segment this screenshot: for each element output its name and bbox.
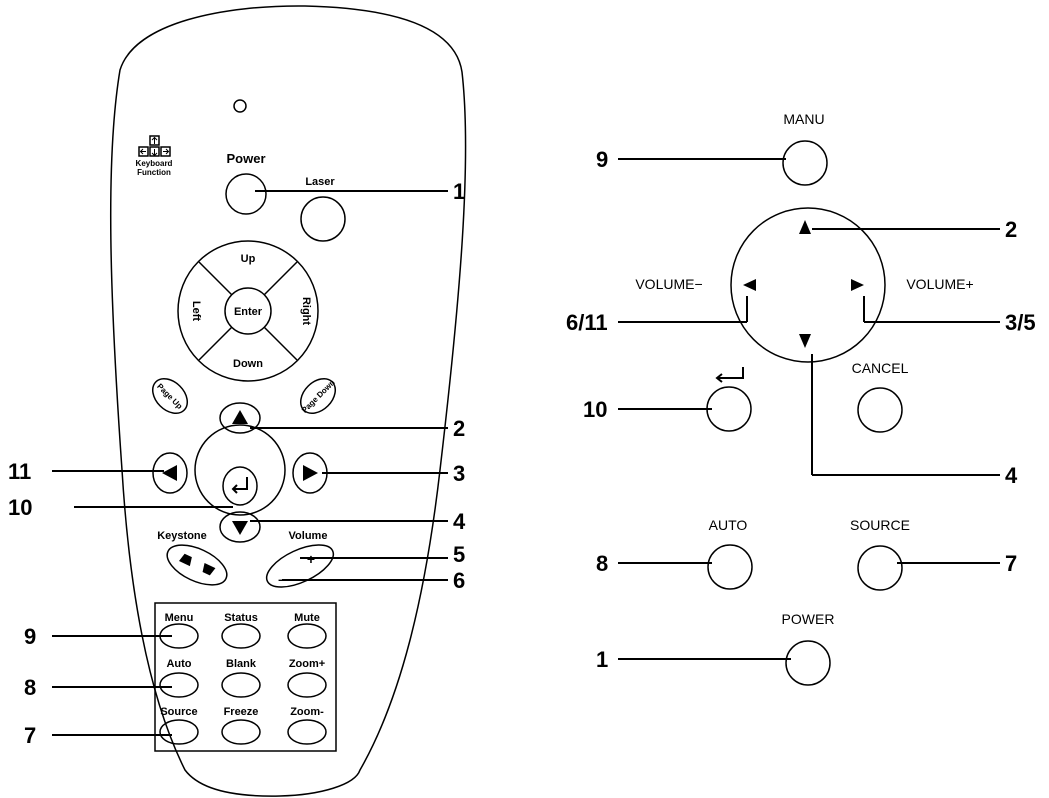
volume-label: Volume — [289, 530, 328, 542]
panel-callout-2: 2 — [1005, 217, 1017, 242]
volume-button[interactable] — [261, 536, 340, 595]
panel-auto-label: AUTO — [709, 517, 748, 533]
panel-right-arrow-icon[interactable] — [851, 279, 864, 291]
keystone-button[interactable] — [161, 537, 233, 593]
panel-left-arrow-icon[interactable] — [743, 279, 756, 291]
panel-auto-button[interactable] — [707, 544, 753, 590]
callout-3: 3 — [453, 461, 465, 486]
panel-power-button[interactable] — [785, 640, 831, 686]
mute-label: Mute — [294, 612, 320, 624]
panel-down-arrow-icon[interactable] — [799, 334, 811, 348]
callout-1: 1 — [453, 179, 465, 204]
laser-label: Laser — [305, 176, 335, 188]
navigation-pad — [177, 240, 319, 382]
zoom-minus-button[interactable] — [287, 719, 327, 745]
down-label: Down — [233, 358, 263, 370]
panel-cancel-label: CANCEL — [852, 360, 909, 376]
remote-body-outline — [109, 5, 467, 797]
auto-button[interactable] — [159, 672, 199, 698]
arrow-right-button[interactable] — [292, 452, 328, 494]
panel-source-label: SOURCE — [850, 517, 910, 533]
arrow-left-button[interactable] — [152, 452, 188, 494]
callout-11: 11 — [8, 459, 31, 484]
function-key-grid: Menu Status Mute Auto Blank Zoom+ Source… — [159, 612, 327, 745]
power-label: Power — [226, 151, 265, 166]
panel-callout-6-11: 6/11 — [566, 310, 608, 335]
left-button[interactable]: Left — [190, 301, 202, 322]
panel-cancel-button[interactable] — [857, 387, 903, 433]
mute-button[interactable] — [287, 623, 327, 649]
panel-power-label: POWER — [782, 611, 835, 627]
zoom-minus-label: Zoom- — [290, 706, 324, 718]
callout-2: 2 — [453, 416, 465, 441]
panel-callout-3-5: 3/5 — [1005, 310, 1036, 335]
zoom-plus-label: Zoom+ — [289, 658, 325, 670]
panel-callout-8: 8 — [596, 551, 608, 576]
panel-enter-button[interactable] — [706, 386, 752, 432]
callout-8: 8 — [24, 675, 36, 700]
right-button[interactable]: Right — [300, 297, 312, 325]
panel-callout-lines — [618, 158, 1000, 660]
panel-callout-9: 9 — [596, 147, 608, 172]
return-button[interactable] — [222, 466, 258, 506]
svg-text:Page Down: Page Down — [300, 378, 337, 415]
function-key-panel — [154, 602, 337, 752]
remote-callout-lines — [52, 190, 448, 736]
keyboard-function-icon — [138, 135, 171, 157]
panel-return-icon — [715, 367, 744, 383]
panel-manu-label: MANU — [783, 111, 824, 127]
indicator-led-icon — [233, 99, 247, 113]
callout-10: 10 — [8, 495, 32, 520]
page-up-button[interactable]: Page Up — [146, 372, 194, 420]
enter-button[interactable]: Enter — [234, 306, 263, 318]
zoom-plus-button[interactable] — [287, 672, 327, 698]
callout-6: 6 — [453, 568, 465, 593]
arrow-down-button[interactable] — [219, 511, 261, 543]
return-icon — [231, 477, 248, 494]
panel-callout-7: 7 — [1005, 551, 1017, 576]
status-label: Status — [224, 612, 258, 624]
panel-manu-button[interactable] — [782, 140, 828, 186]
panel-volume-minus-label: VOLUME− — [635, 276, 702, 292]
blank-button[interactable] — [221, 672, 261, 698]
callout-9: 9 — [24, 624, 36, 649]
source-button[interactable] — [159, 719, 199, 745]
up-label: Up — [241, 253, 256, 265]
arrow-up-button[interactable] — [219, 402, 261, 434]
freeze-button[interactable] — [221, 719, 261, 745]
arrow-cluster-ring — [194, 424, 286, 516]
source-label: Source — [160, 706, 197, 718]
auto-label: Auto — [166, 658, 191, 670]
panel-volume-plus-label: VOLUME+ — [906, 276, 973, 292]
blank-label: Blank — [226, 658, 257, 670]
freeze-label: Freeze — [224, 706, 259, 718]
function-label: Function — [137, 168, 171, 177]
callout-7: 7 — [24, 723, 36, 748]
keyboard-label: Keyboard — [136, 159, 173, 168]
panel-up-arrow-icon[interactable] — [799, 220, 811, 234]
callout-5: 5 — [453, 542, 465, 567]
panel-callout-4: 4 — [1005, 463, 1018, 488]
laser-button[interactable] — [300, 196, 346, 242]
status-button[interactable] — [221, 623, 261, 649]
menu-label: Menu — [165, 612, 194, 624]
power-button[interactable] — [225, 173, 267, 215]
panel-dpad-ring — [730, 207, 886, 363]
panel-callout-1: 1 — [596, 647, 608, 672]
keystone-label: Keystone — [157, 530, 207, 542]
callout-4: 4 — [453, 509, 466, 534]
panel-source-button[interactable] — [857, 545, 903, 591]
page-down-button[interactable]: Page Down — [293, 371, 343, 421]
panel-callout-10: 10 — [583, 397, 607, 422]
